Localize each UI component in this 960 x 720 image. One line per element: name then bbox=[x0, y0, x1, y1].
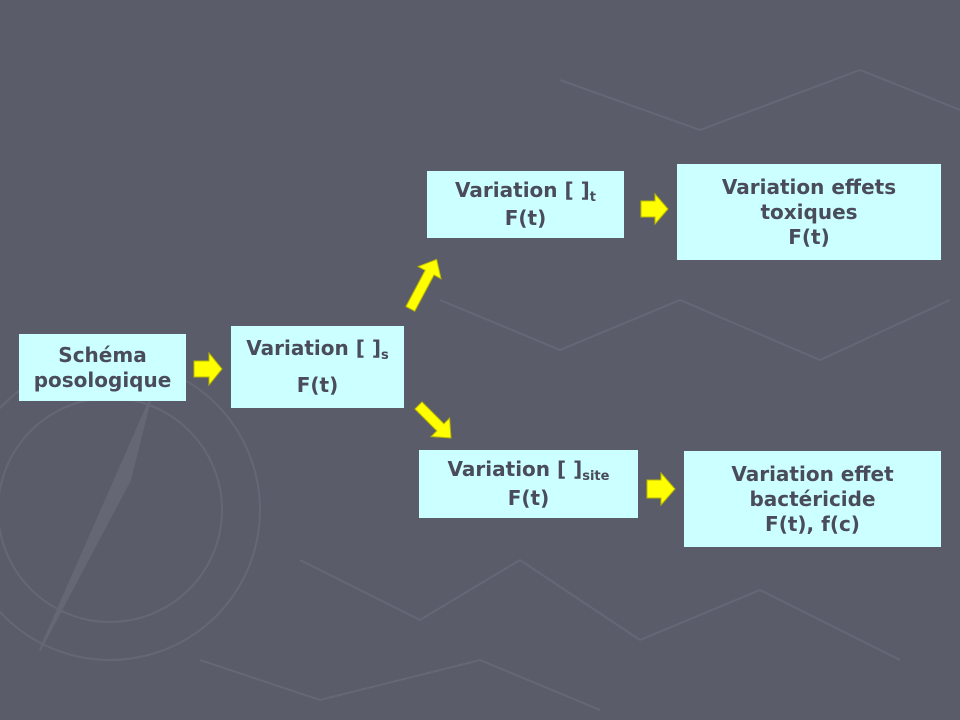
node-variation-s-label: Variation [ ]s bbox=[246, 336, 389, 364]
arrow-var-t-to-toxic bbox=[640, 192, 669, 226]
node-variation-t: Variation [ ]t F(t) bbox=[427, 171, 624, 238]
arrow-var-site-to-bact bbox=[646, 471, 676, 507]
arrow-var-s-to-var-t bbox=[405, 258, 442, 312]
node-schema-line1: Schéma bbox=[58, 342, 147, 367]
arrow-var-s-to-var-site bbox=[414, 401, 452, 439]
node-effet-bactericide: Variation effet bactéricide F(t), f(c) bbox=[684, 451, 941, 547]
node-variation-s-function: F(t) bbox=[296, 372, 339, 397]
node-bact-line3: F(t), f(c) bbox=[765, 511, 860, 536]
node-variation-site-function: F(t) bbox=[507, 485, 550, 510]
node-variation-site-label: Variation [ ]site bbox=[447, 457, 610, 485]
node-variation-t-label: Variation [ ]t bbox=[455, 177, 596, 205]
subscript-s: s bbox=[380, 348, 389, 364]
node-variation-t-function: F(t) bbox=[504, 206, 547, 231]
subscript-t: t bbox=[589, 189, 596, 205]
node-bact-line2: bactéricide bbox=[749, 486, 876, 511]
node-variation-site: Variation [ ]site F(t) bbox=[419, 450, 638, 518]
node-toxic-line1: Variation effets bbox=[721, 174, 897, 199]
node-toxic-line2: toxiques bbox=[760, 199, 858, 224]
node-schema-line2: posologique bbox=[33, 367, 172, 392]
arrow-schema-to-var-s bbox=[193, 351, 223, 387]
node-variation-s: Variation [ ]s F(t) bbox=[231, 326, 404, 408]
node-schema-posologique: Schéma posologique bbox=[19, 334, 186, 401]
node-toxic-line3: F(t) bbox=[788, 224, 830, 249]
node-effets-toxiques: Variation effets toxiques F(t) bbox=[677, 164, 941, 260]
subscript-site: site bbox=[582, 469, 610, 485]
node-bact-line1: Variation effet bbox=[731, 461, 894, 486]
